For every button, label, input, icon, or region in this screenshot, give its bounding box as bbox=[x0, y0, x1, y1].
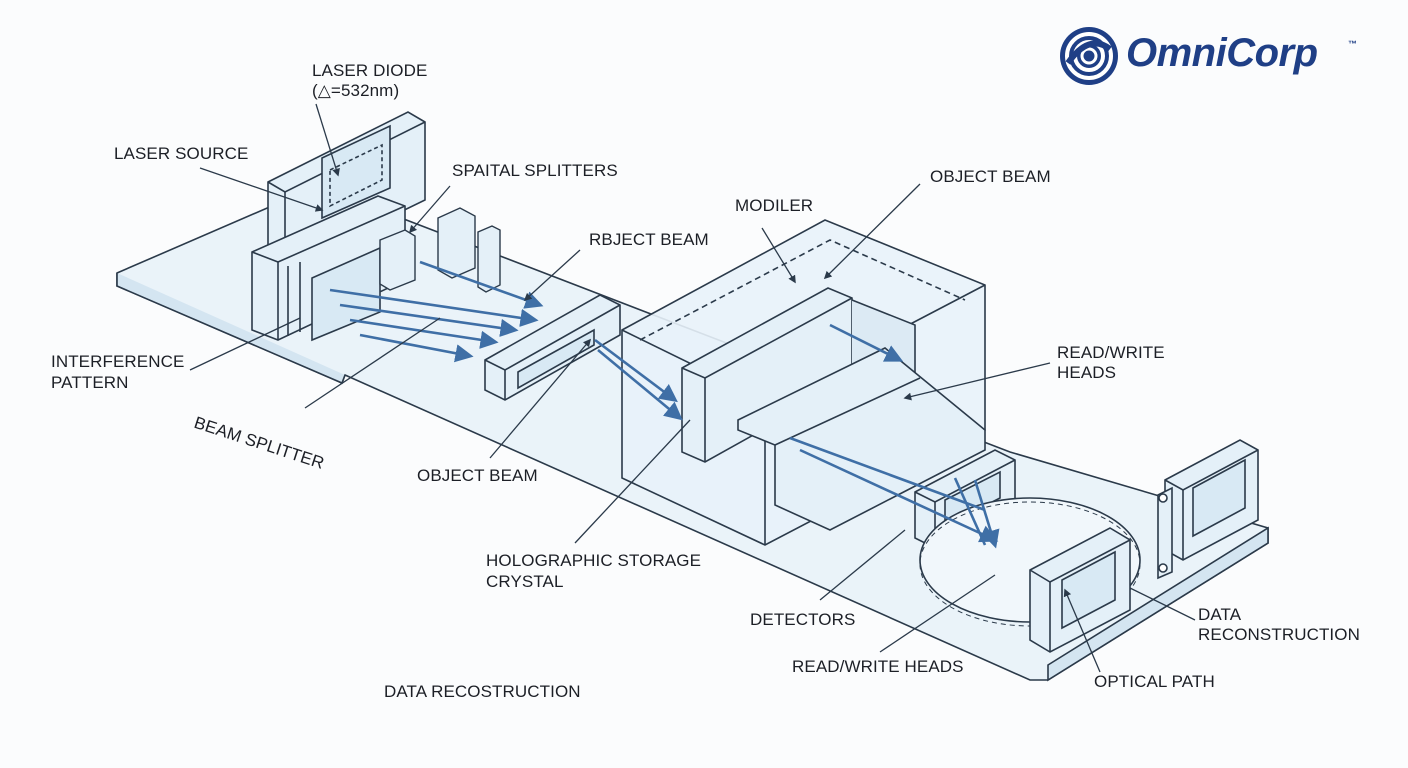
label-read-write-heads-bottom: READ/WRITE HEADS bbox=[792, 657, 964, 676]
label-data-reconstruction-2: RECONSTRUCTION bbox=[1198, 625, 1360, 644]
omnicorp-logo: OmniCorp ™ bbox=[1058, 25, 1378, 87]
beam-splitter-block bbox=[251, 195, 406, 342]
label-rbject-beam: RBJECT BEAM bbox=[589, 230, 709, 249]
label-laser-source: LASER SOURCE bbox=[114, 144, 249, 163]
label-modiler: MODILER bbox=[735, 196, 814, 215]
label-holographic-storage-2: CRYSTAL bbox=[486, 572, 564, 591]
label-object-beam-bottom: OBJECT BEAM bbox=[417, 466, 538, 485]
reconstruction-unit bbox=[1157, 439, 1259, 580]
leader-lines bbox=[189, 103, 1196, 673]
label-read-write-heads-right-2: HEADS bbox=[1057, 363, 1117, 382]
brand-name: OmniCorp bbox=[1126, 31, 1318, 75]
label-data-reconstruction-1: DATA bbox=[1198, 605, 1242, 624]
modulator-plate bbox=[484, 294, 621, 401]
reader-panel bbox=[1029, 527, 1131, 653]
label-interference-pattern-1: INTERFERENCE bbox=[51, 352, 185, 371]
label-data-recostruction: DATA RECOSTRUCTION bbox=[384, 682, 581, 701]
spatial-splitter-block bbox=[379, 207, 501, 293]
label-read-write-heads-right-1: READ/WRITE bbox=[1057, 343, 1165, 362]
label-spatial-splitter: SPAITAL SPLITTERS bbox=[452, 161, 618, 180]
label-laser-diode-wavelength: (△=532nm) bbox=[312, 81, 400, 100]
label-laser-diode: LASER DIODE bbox=[312, 61, 428, 80]
label-object-beam-top: OBJECT BEAM bbox=[930, 167, 1051, 186]
label-detectors: DETECTORS bbox=[750, 610, 856, 629]
label-interference-pattern-2: PATTERN bbox=[51, 373, 129, 392]
trademark-symbol: ™ bbox=[1348, 39, 1357, 49]
omnicorp-logo-icon bbox=[1060, 27, 1118, 85]
label-holographic-storage-1: HOLOGRAPHIC STORAGE bbox=[486, 551, 702, 570]
label-optical-path: OPTICAL PATH bbox=[1094, 672, 1215, 691]
laser-beams bbox=[329, 260, 1000, 549]
